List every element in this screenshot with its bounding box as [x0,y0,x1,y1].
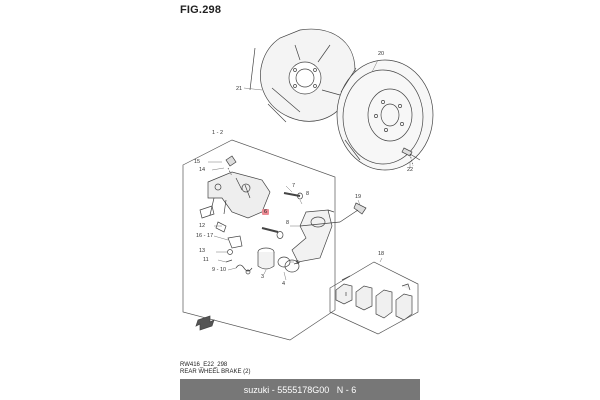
callout-7: 7 [292,183,296,189]
callout-14: 14 [199,167,206,173]
piston-drawing [257,247,275,270]
callout-5: 5 [296,260,300,266]
callout-3: 3 [261,274,265,280]
brand-label: suzuki [243,384,270,395]
piston-seal-drawing [277,256,291,268]
callout-4: 4 [282,281,286,287]
callout-13: 13 [199,248,206,254]
page-code: N - 6 [336,384,357,395]
callout-6-highlighted: 6 [262,209,270,215]
figure-title: FIG.298 [180,4,222,16]
separator: - [269,384,278,395]
guide-pins-drawing [261,192,303,239]
part-number-bar: suzuki - 5555178G00 N - 6 [180,379,420,400]
caliper-assembly-box [182,139,336,341]
callout-15: 15 [194,159,201,165]
dust-boot-drawing [284,259,300,273]
caliper-bracket-drawing [199,171,271,219]
callout-1-2: 1 - 2 [212,130,224,136]
callout-9-10: 9 - 10 [212,267,227,273]
part-number: 5555178G00 [277,384,330,395]
callout-21: 21 [236,86,243,92]
brake-pads-drawing [335,275,413,321]
leader-lines [208,59,411,281]
callout-18: 18 [378,251,385,257]
callout-19: 19 [355,194,362,200]
callout-16-17: 16 - 17 [196,233,214,239]
callout-20: 20 [378,51,385,57]
pad-set-box [329,261,419,335]
callout-8-lower: 8 [286,220,290,226]
wheel-bolt-drawing [401,147,421,167]
brake-rotor-drawing [336,59,434,171]
caliper-body-drawing [291,209,335,265]
callout-8-upper: 8 [306,191,310,197]
callout-22: 22 [407,167,414,173]
front-arrow-icon [195,315,215,331]
bleeder-screw-drawing [299,202,367,227]
callout-11: 11 [203,257,209,263]
figure-caption: REAR WHEEL BRAKE (2) [180,369,251,375]
callout-12: 12 [199,223,206,229]
figure-code: RW416_E22_298 [180,362,228,368]
dust-shield-drawing [249,28,356,123]
